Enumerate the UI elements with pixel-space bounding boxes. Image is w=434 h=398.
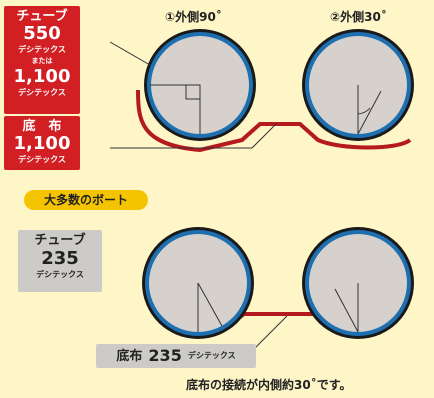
label-outer-30: ②外側30˚	[330, 10, 387, 24]
tube-value-1: 550	[23, 23, 61, 44]
tube-spec-box-bottom: チューブ 235 デシテックス	[18, 230, 102, 292]
section-pill: 大多数のボート	[24, 190, 148, 210]
base-fabric-top	[136, 89, 412, 153]
right-angle-marker	[185, 84, 201, 100]
tube-unit-2: デシテックス	[18, 88, 66, 97]
leader-top-box	[109, 41, 151, 66]
angle-30-diagonal	[357, 90, 382, 135]
footer-note: 底布の接続が内側約30˚です。	[186, 378, 352, 392]
tube-left-bottom	[142, 227, 254, 339]
base-value: 1,100	[13, 133, 71, 154]
base-label-bottom: 底布	[116, 348, 143, 364]
angle-bottom-left-diagonal	[197, 282, 223, 327]
label-outer-90: ①外側90˚	[165, 10, 222, 24]
base-unit: デシテックス	[18, 155, 66, 164]
base-spec-box: 底 布 1,100 デシテックス	[4, 116, 80, 170]
tube-label: チューブ	[16, 9, 68, 24]
angle-30-arc	[357, 107, 371, 115]
angle-bottom-right-diagonal	[334, 288, 359, 333]
leader-base-box	[110, 123, 277, 149]
base-value-bottom: 235	[148, 346, 182, 365]
tube-value-bottom: 235	[41, 248, 79, 269]
base-label: 底 布	[22, 119, 62, 134]
tube-unit-bottom: デシテックス	[36, 270, 84, 279]
tube-unit-1: デシテックス	[18, 45, 66, 54]
base-spec-box-bottom: 底布 235 デシテックス	[96, 344, 256, 368]
tube-or: または	[31, 57, 53, 65]
base-unit-bottom: デシテックス	[187, 351, 236, 360]
tube-value-2: 1,100	[13, 66, 71, 87]
leader-bottom-base	[254, 315, 288, 349]
tube-spec-box: チューブ 550 デシテックス または 1,100 デシテックス	[4, 6, 80, 114]
tube-label-bottom: チューブ	[34, 233, 86, 248]
